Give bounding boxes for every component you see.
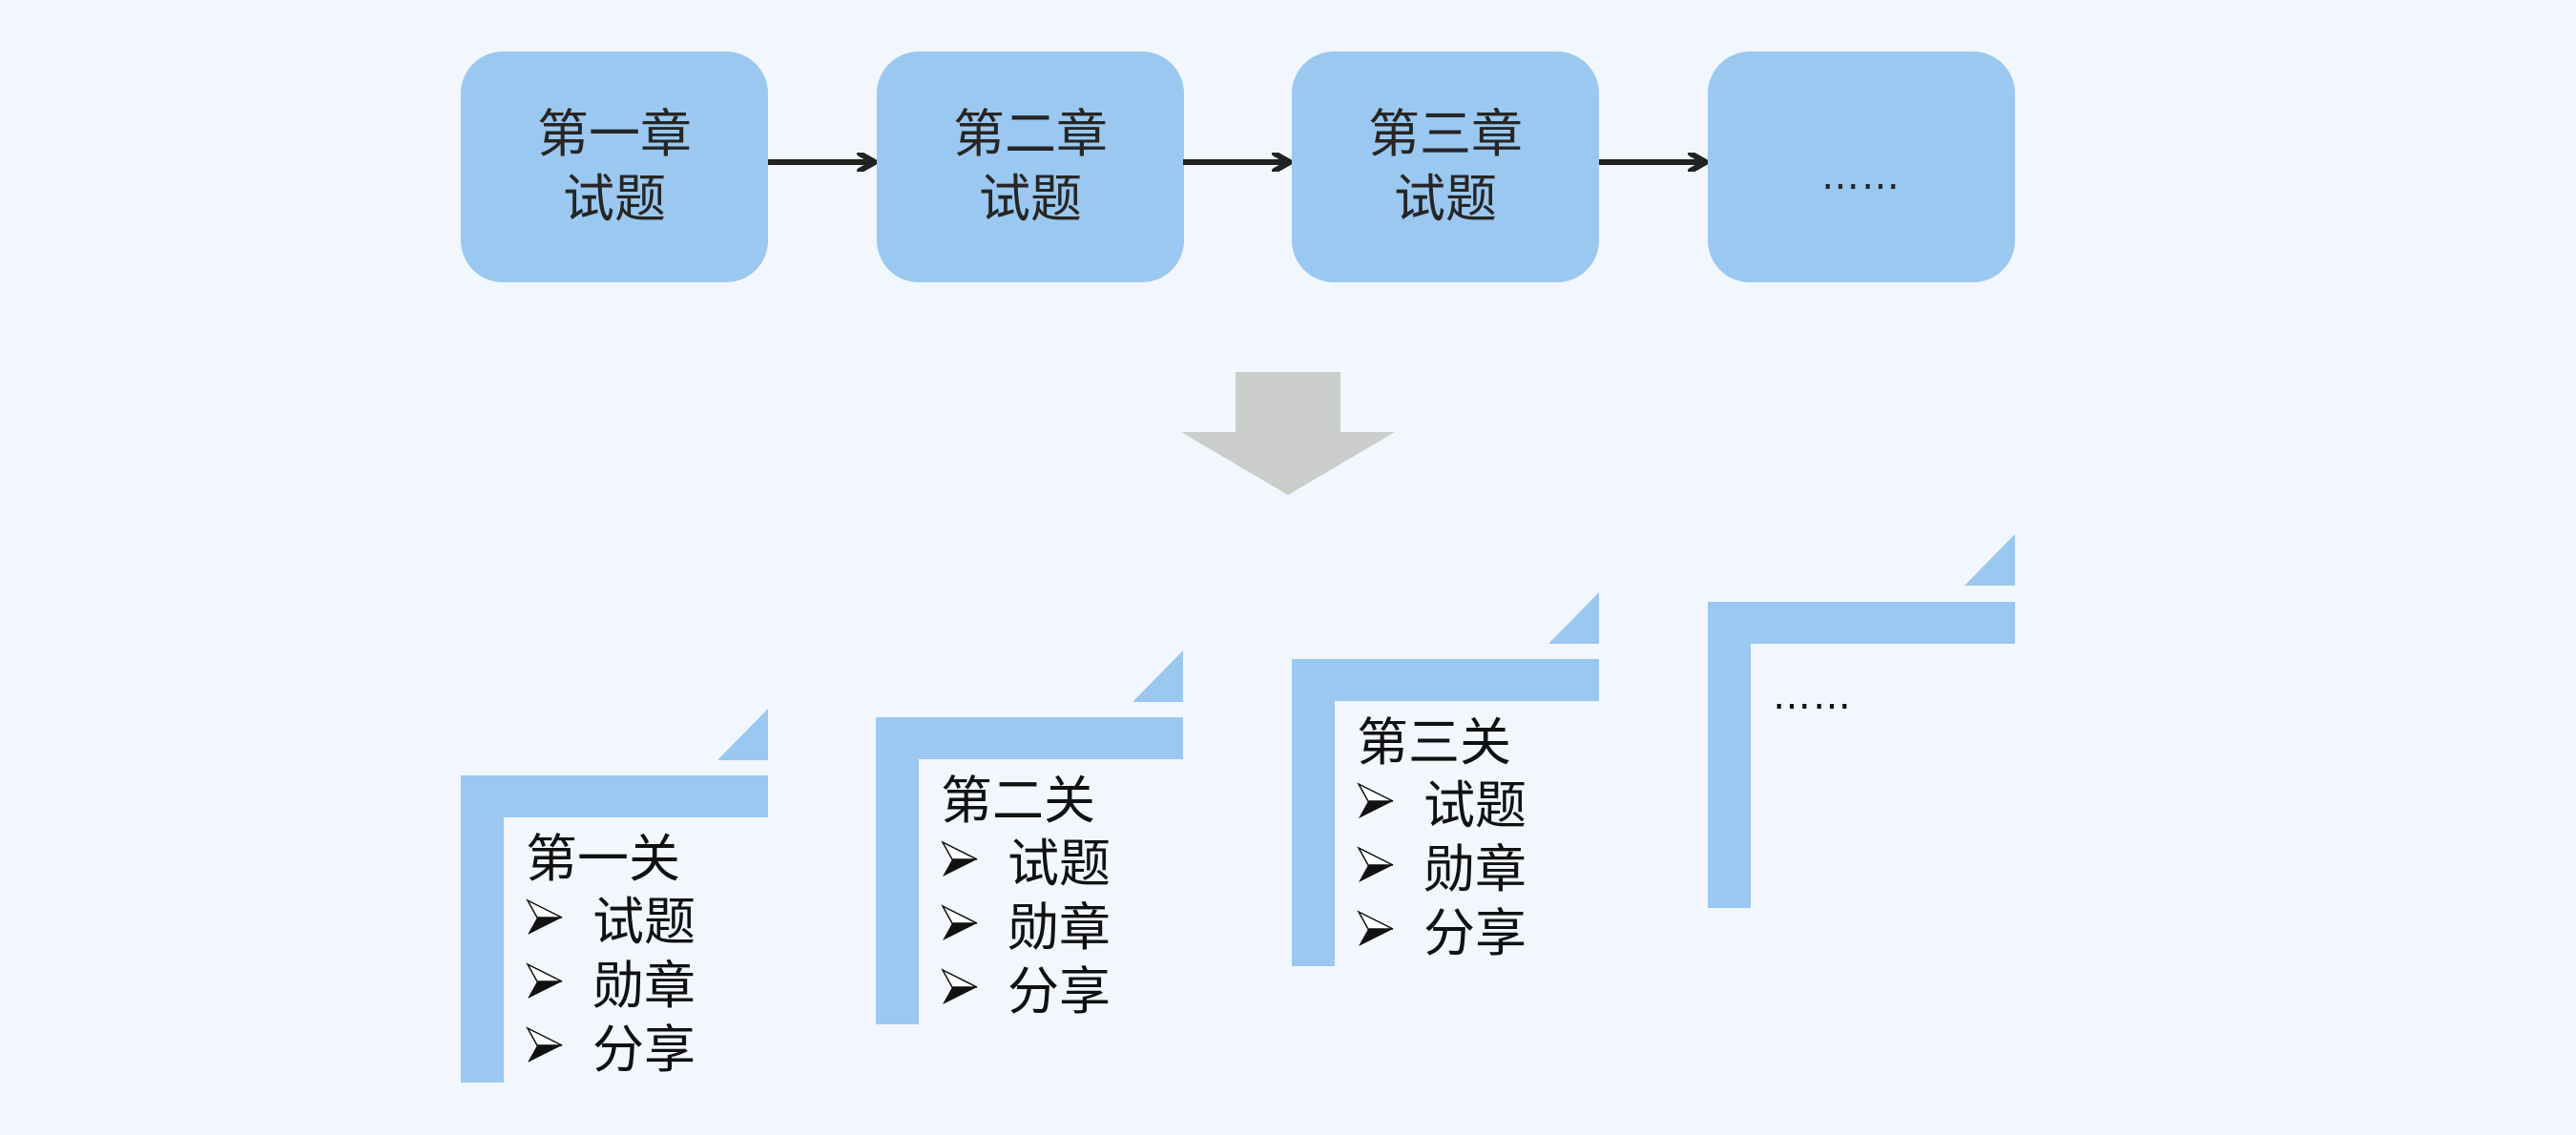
corner-triangle-icon [717, 709, 768, 760]
level-content: 第三关 试题 勋章 分享 [1357, 712, 1527, 965]
level-frame-2: 第二关 试题 勋章 分享 [876, 650, 1183, 1024]
level-item: 试题 [526, 890, 696, 954]
level-item-label: 分享 [1423, 903, 1527, 963]
level-item: 勋章 [941, 896, 1111, 960]
chapter-box-3: 第三章 试题 [1292, 52, 1599, 282]
level-title: 第二关 [941, 771, 1095, 831]
chapter-subtitle: 试题 [563, 169, 666, 229]
level-item: 分享 [526, 1018, 696, 1082]
arrowhead-bullet-icon [941, 903, 1008, 952]
chapter-title: 第三章 [1368, 104, 1523, 164]
down-arrow-icon [1181, 372, 1395, 495]
frame-left-bar [1708, 602, 1751, 908]
frame-left-bar [461, 775, 504, 1083]
level-item-label: 分享 [592, 1020, 696, 1080]
corner-triangle-icon [1964, 534, 2015, 586]
level-content: 第一关 试题 勋章 分享 [526, 829, 696, 1082]
level-item-label: 分享 [1008, 961, 1111, 1022]
frame-top-bar [1292, 659, 1599, 701]
ellipsis-text: …… [1821, 155, 1901, 198]
level-item-label: 试题 [1423, 775, 1527, 836]
level-frame-more: …… [1708, 534, 2015, 908]
right-arrow-icon [1183, 153, 1293, 172]
right-arrow-icon [768, 153, 878, 172]
chapter-title: 第一章 [537, 104, 692, 164]
frame-left-bar [876, 717, 919, 1024]
arrowhead-bullet-icon [526, 898, 592, 946]
arrowhead-bullet-icon [526, 1025, 592, 1074]
level-title: 第一关 [526, 829, 680, 889]
arrowhead-bullet-icon [1357, 781, 1423, 830]
level-item: 勋章 [526, 954, 696, 1018]
level-item-label: 勋章 [1008, 898, 1111, 958]
level-item: 分享 [941, 960, 1111, 1023]
level-content: …… [1773, 677, 1853, 715]
arrowhead-bullet-icon [526, 961, 592, 1010]
arrowhead-bullet-icon [941, 839, 1008, 888]
chapter-subtitle: 试题 [1394, 169, 1497, 229]
level-item-label: 勋章 [592, 956, 696, 1016]
level-item-label: 勋章 [1423, 839, 1527, 899]
arrowhead-bullet-icon [1357, 909, 1423, 958]
level-item-label: 试题 [1008, 834, 1111, 894]
chapter-box-more: …… [1708, 52, 2015, 282]
ellipsis-text: …… [1773, 674, 1853, 718]
arrowhead-bullet-icon [1357, 845, 1423, 894]
chapter-title: 第二章 [953, 104, 1108, 164]
level-title: 第三关 [1357, 712, 1511, 773]
right-arrow-icon [1599, 153, 1709, 172]
level-item: 分享 [1357, 901, 1527, 965]
frame-top-bar [461, 775, 768, 817]
chapter-box-1: 第一章 试题 [461, 52, 768, 282]
level-frame-3: 第三关 试题 勋章 分享 [1292, 592, 1599, 966]
level-item: 试题 [941, 832, 1111, 896]
level-content: 第二关 试题 勋章 分享 [941, 771, 1111, 1023]
level-item-label: 试题 [592, 892, 696, 952]
arrowhead-bullet-icon [941, 967, 1008, 1016]
corner-triangle-icon [1132, 650, 1183, 702]
corner-triangle-icon [1548, 592, 1599, 644]
frame-top-bar [1708, 602, 2015, 644]
chapter-box-2: 第二章 试题 [877, 52, 1184, 282]
level-frame-1: 第一关 试题 勋章 分享 [461, 709, 768, 1083]
level-item: 试题 [1357, 774, 1527, 837]
level-item: 勋章 [1357, 837, 1527, 901]
frame-top-bar [876, 717, 1183, 759]
chapter-subtitle: 试题 [979, 169, 1082, 229]
frame-left-bar [1292, 659, 1335, 966]
